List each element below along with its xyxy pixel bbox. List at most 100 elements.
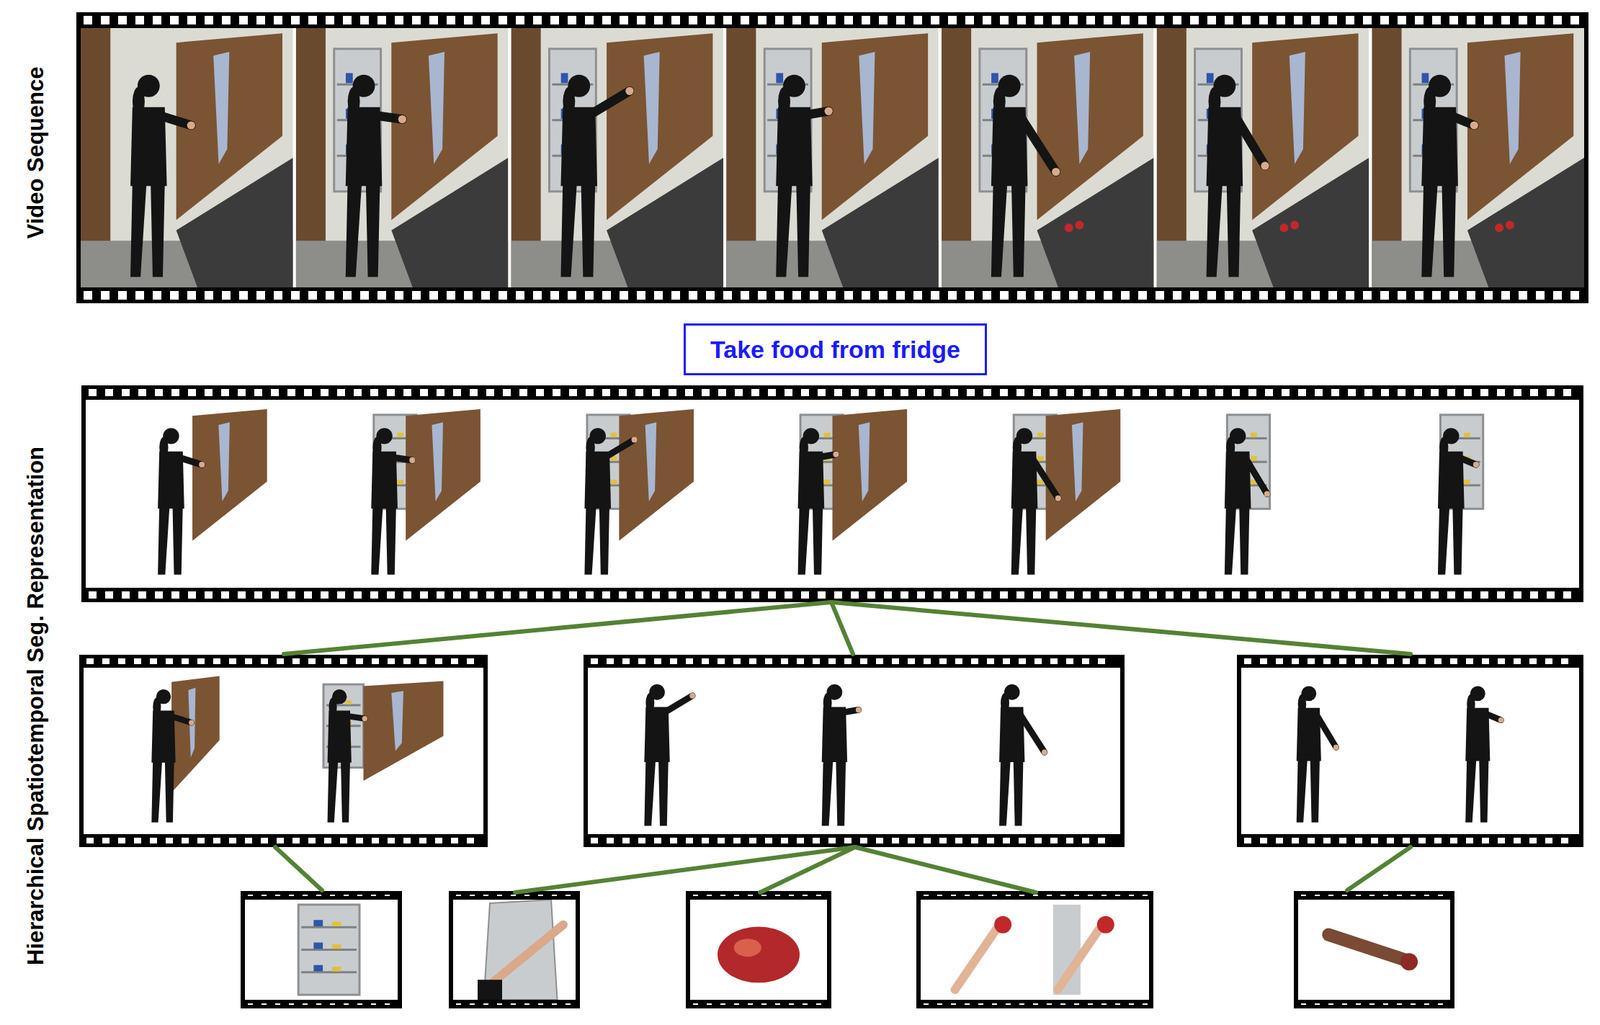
sprocket-hole bbox=[1328, 291, 1338, 300]
sprocket-hole bbox=[896, 15, 905, 25]
sprocket-hole bbox=[1347, 591, 1356, 599]
sprocket-hole bbox=[986, 658, 995, 665]
sprocket-hole bbox=[1414, 389, 1423, 397]
sprocket-hole bbox=[619, 15, 629, 25]
hand bbox=[409, 457, 415, 464]
sprocket-hole bbox=[917, 389, 925, 397]
arm bbox=[1019, 115, 1057, 173]
sprocket-hole bbox=[1155, 291, 1165, 300]
arm bbox=[589, 90, 630, 116]
sprocket-hole bbox=[1016, 591, 1025, 599]
person-silhouette bbox=[1296, 685, 1340, 822]
sprocket-hole bbox=[1265, 591, 1273, 599]
sprocket-hole bbox=[964, 894, 970, 897]
film-frame bbox=[448, 891, 580, 1009]
video-frame bbox=[296, 28, 509, 288]
leg bbox=[130, 182, 147, 278]
sprocket-hole bbox=[986, 837, 995, 844]
cupboard-door bbox=[171, 676, 220, 794]
hand bbox=[832, 451, 839, 458]
sprocket-hole bbox=[1311, 15, 1320, 25]
person-silhouette bbox=[1421, 74, 1479, 278]
sprocket-hole bbox=[453, 591, 462, 599]
sprocket-hole bbox=[1396, 894, 1402, 897]
food-item bbox=[1037, 456, 1044, 462]
sprocket-hole bbox=[229, 837, 237, 844]
sprocket-hole bbox=[602, 389, 611, 397]
sprocket-hole bbox=[403, 658, 411, 665]
sprocket-hole bbox=[1046, 1003, 1052, 1005]
sprocket-hole bbox=[635, 591, 644, 599]
hierarchy-link bbox=[831, 602, 1411, 655]
sprocket-hole bbox=[688, 291, 698, 300]
film-frame bbox=[79, 654, 488, 848]
sprocket-hole bbox=[170, 291, 179, 300]
leg bbox=[1226, 182, 1242, 278]
leg bbox=[798, 505, 810, 575]
sprocket-hole bbox=[792, 15, 802, 25]
leg bbox=[365, 182, 381, 278]
sprocket-hole bbox=[1066, 389, 1075, 397]
sprocket-hole bbox=[342, 15, 352, 25]
sprocket-hole bbox=[948, 15, 957, 25]
sprocket-hole bbox=[498, 15, 508, 25]
arm bbox=[955, 930, 997, 990]
sprocket-hole bbox=[1328, 894, 1334, 897]
film-window bbox=[83, 667, 484, 835]
sprocket-hole bbox=[933, 389, 942, 397]
video-frame bbox=[1465, 685, 1504, 822]
sprocket-hole bbox=[1463, 389, 1472, 397]
sprocket-hole bbox=[308, 291, 317, 300]
sprocket-hole bbox=[1224, 15, 1234, 25]
food-item bbox=[1463, 479, 1471, 485]
sprocket-hole bbox=[436, 389, 445, 397]
sprocket-hole bbox=[1364, 591, 1373, 599]
sprocket-hole bbox=[1497, 658, 1505, 665]
sprocket-hole bbox=[1276, 15, 1286, 25]
sprocket-hole bbox=[273, 291, 283, 300]
torso bbox=[560, 107, 598, 187]
video-frame bbox=[999, 684, 1048, 826]
person-silhouette bbox=[560, 74, 634, 278]
sprocket-hole bbox=[1386, 658, 1394, 665]
sprocket-hole bbox=[930, 15, 940, 25]
film-frame bbox=[583, 654, 1125, 848]
sprocket-hole bbox=[229, 658, 237, 665]
sprocket-hole bbox=[88, 591, 97, 599]
film-strip bbox=[448, 891, 580, 1009]
film-strip bbox=[685, 891, 832, 1009]
sprocket-hole bbox=[357, 894, 363, 897]
sprocket-hole bbox=[1347, 389, 1356, 397]
sprocket-hole bbox=[1529, 658, 1537, 665]
sprocket-hole bbox=[403, 591, 412, 599]
hierarchy-link bbox=[760, 847, 856, 893]
sprocket-hole bbox=[1561, 837, 1569, 844]
sprocket-hole bbox=[1301, 894, 1307, 897]
sprocket-hole bbox=[1518, 291, 1528, 300]
leg bbox=[644, 759, 656, 826]
towel bbox=[218, 422, 230, 502]
sprocket-hole bbox=[999, 291, 1009, 300]
sprocket-hole bbox=[1265, 389, 1273, 397]
cupboard-door bbox=[363, 680, 444, 781]
person-silhouette bbox=[157, 427, 205, 575]
sprocket-hole bbox=[1432, 291, 1441, 300]
sprocket-hole bbox=[377, 291, 387, 300]
sprocket-hole bbox=[1275, 837, 1284, 844]
cupboard-door bbox=[821, 33, 928, 220]
sprocket-hole bbox=[654, 291, 663, 300]
video-frame bbox=[1011, 409, 1121, 575]
sprocket-hole bbox=[481, 15, 490, 25]
sprocket-hole bbox=[1060, 1003, 1066, 1005]
person-silhouette bbox=[371, 427, 415, 575]
sprocket-hole bbox=[636, 291, 646, 300]
leg bbox=[164, 760, 175, 823]
sprocket-hole bbox=[1342, 1003, 1348, 1005]
sprocket-hole bbox=[486, 591, 495, 599]
sprocket-hole bbox=[867, 591, 876, 599]
sprocket-hole bbox=[1002, 837, 1010, 844]
sprocket-hole bbox=[999, 389, 1008, 397]
sprocket-hole bbox=[213, 837, 221, 844]
sprocket-hole bbox=[937, 894, 943, 897]
hand bbox=[1473, 461, 1479, 468]
